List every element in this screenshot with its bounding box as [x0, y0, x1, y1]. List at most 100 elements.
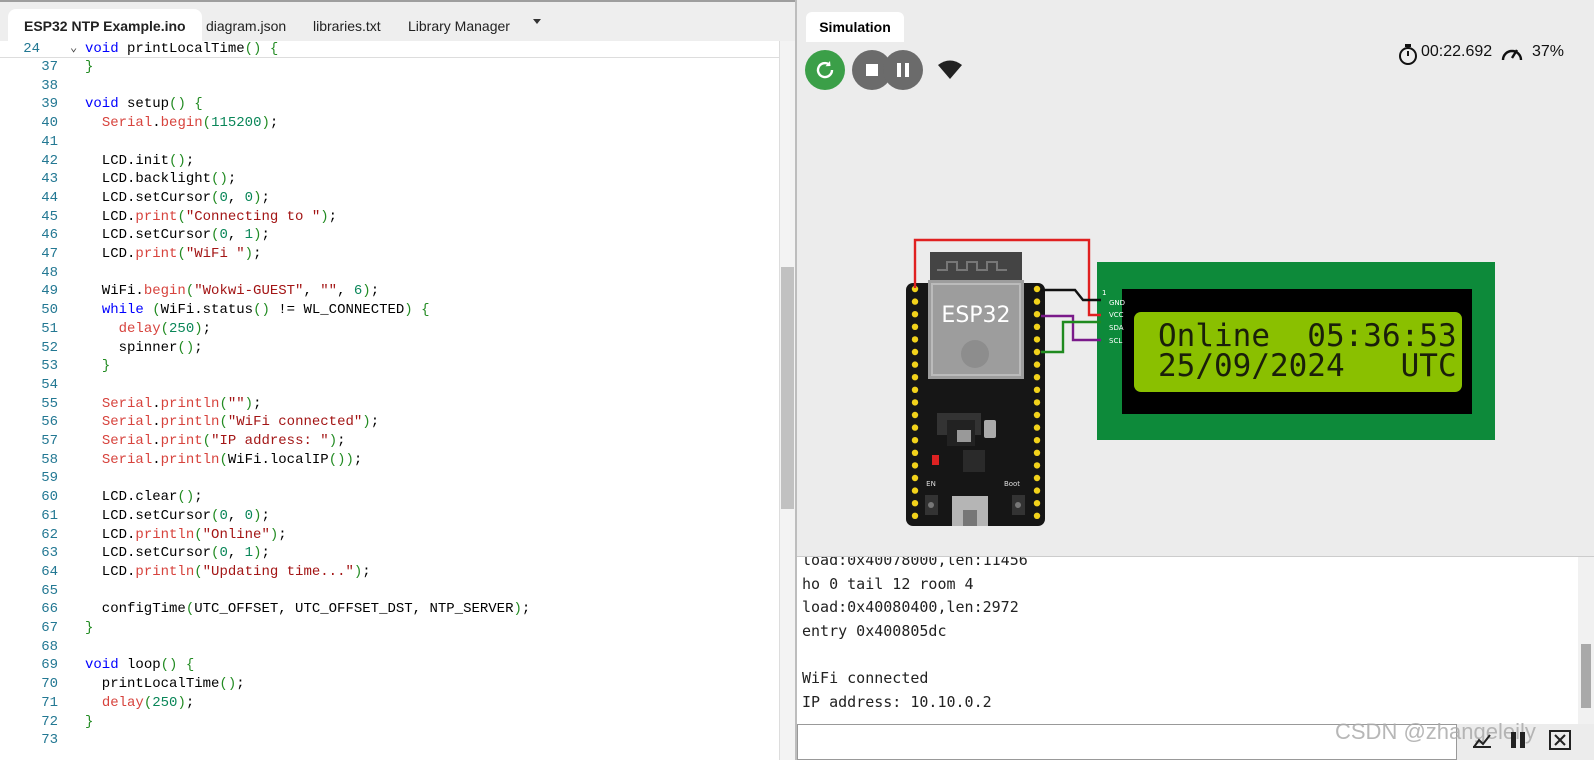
header-pin[interactable] [1033, 374, 1041, 381]
header-pin[interactable] [1033, 500, 1041, 507]
code-line[interactable]: 71 delay(250); [0, 694, 779, 713]
code-line[interactable]: 37} [0, 58, 779, 77]
code-line[interactable]: 65 [0, 582, 779, 601]
header-pin[interactable] [911, 285, 919, 293]
esp32-right-pins[interactable] [1033, 285, 1041, 519]
header-pin[interactable] [911, 399, 919, 406]
code-line[interactable]: 68 [0, 638, 779, 657]
wires[interactable] [913, 238, 1101, 354]
code-line[interactable]: 41 [0, 133, 779, 152]
code-line[interactable]: 63 LCD.setCursor(0, 1); [0, 544, 779, 563]
clear-serial-icon[interactable] [1549, 730, 1571, 750]
tab-library-manager[interactable]: Library Manager [408, 18, 510, 34]
code-line[interactable]: 59 [0, 469, 779, 488]
code-line[interactable]: 40 Serial.begin(115200); [0, 114, 779, 133]
header-pin[interactable] [911, 437, 919, 444]
fold-chevron-icon[interactable]: ⌄ [70, 41, 78, 55]
header-pin[interactable] [1033, 285, 1041, 293]
code-line[interactable]: 61 LCD.setCursor(0, 0); [0, 507, 779, 526]
header-pin[interactable] [1033, 311, 1041, 318]
wire-vcc[interactable] [913, 238, 1101, 317]
code-line[interactable]: 44 LCD.setCursor(0, 0); [0, 189, 779, 208]
code-line[interactable]: 55 Serial.println(""); [0, 395, 779, 414]
code-line[interactable]: 64 LCD.println("Updating time..."); [0, 563, 779, 582]
header-pin[interactable] [911, 462, 919, 469]
code-line[interactable]: 56 Serial.println("WiFi connected"); [0, 413, 779, 432]
esp32-board[interactable]: ESP32 EN Boot [906, 252, 1045, 526]
header-pin[interactable] [911, 449, 919, 456]
code-line[interactable]: 50 while (WiFi.status() != WL_CONNECTED)… [0, 301, 779, 320]
header-pin[interactable] [911, 374, 919, 381]
header-pin[interactable] [1033, 323, 1041, 330]
header-pin[interactable] [1033, 361, 1041, 368]
header-pin[interactable] [1033, 348, 1041, 356]
pause-button[interactable] [883, 50, 923, 90]
header-pin[interactable] [1033, 424, 1041, 431]
header-pin[interactable] [1033, 437, 1041, 444]
header-pin[interactable] [911, 323, 919, 330]
pause-serial-icon[interactable] [1509, 732, 1527, 748]
header-pin[interactable] [911, 424, 919, 431]
header-pin[interactable] [1033, 336, 1041, 343]
code-line[interactable]: 66 configTime(UTC_OFFSET, UTC_OFFSET_DST… [0, 600, 779, 619]
code-line[interactable]: 54 [0, 376, 779, 395]
header-pin[interactable] [911, 298, 919, 305]
header-pin[interactable] [1033, 386, 1041, 393]
tab-sketch-ino[interactable]: ESP32 NTP Example.ino [8, 9, 202, 43]
restart-button[interactable] [805, 50, 845, 90]
code-line[interactable]: 53 } [0, 357, 779, 376]
code-line[interactable]: 38 [0, 77, 779, 96]
plotter-chart-icon[interactable] [1473, 732, 1491, 748]
code-line[interactable]: 51 delay(250); [0, 320, 779, 339]
header-pin[interactable] [911, 386, 919, 393]
header-pin[interactable] [911, 336, 919, 343]
code-line[interactable]: 46 LCD.setCursor(0, 1); [0, 226, 779, 245]
code-line[interactable]: 67} [0, 619, 779, 638]
code-line[interactable]: 60 LCD.clear(); [0, 488, 779, 507]
header-pin[interactable] [1033, 462, 1041, 469]
tab-simulation[interactable]: Simulation [806, 12, 904, 42]
header-pin[interactable] [911, 487, 919, 494]
code-line[interactable]: 49 WiFi.begin("Wokwi-GUEST", "", 6); [0, 282, 779, 301]
code-line[interactable]: 52 spinner(); [0, 339, 779, 358]
header-pin[interactable] [911, 512, 919, 519]
header-pin[interactable] [911, 311, 919, 318]
header-pin[interactable] [1033, 474, 1041, 482]
header-pin[interactable] [1033, 512, 1041, 519]
header-pin[interactable] [1033, 411, 1041, 419]
tab-diagram-json[interactable]: diagram.json [206, 18, 287, 34]
diagram-canvas[interactable]: Online 05:36:53 25/09/2024 UTC 1 GND VCC… [797, 100, 1594, 556]
lcd-1602-module[interactable]: Online 05:36:53 25/09/2024 UTC 1 GND VCC… [1097, 262, 1495, 440]
code-line[interactable]: 73 [0, 731, 779, 750]
editor-scrollbar-thumb[interactable] [781, 267, 794, 509]
code-line[interactable]: 57 Serial.print("IP address: "); [0, 432, 779, 451]
code-line[interactable]: 43 LCD.backlight(); [0, 170, 779, 189]
wire-scl[interactable] [1041, 314, 1101, 342]
serial-input-field[interactable] [797, 724, 1457, 760]
header-pin[interactable] [911, 411, 919, 419]
header-pin[interactable] [1033, 298, 1041, 305]
code-line[interactable]: 45 LCD.print("Connecting to "); [0, 208, 779, 227]
editor-scrollbar[interactable] [779, 41, 795, 760]
code-line[interactable]: 42 LCD.init(); [0, 152, 779, 171]
code-line[interactable]: 62 LCD.println("Online"); [0, 526, 779, 545]
code-line[interactable]: 48 [0, 264, 779, 283]
code-line[interactable]: 70 printLocalTime(); [0, 675, 779, 694]
header-pin[interactable] [1033, 399, 1041, 406]
tab-libraries-txt[interactable]: libraries.txt [313, 18, 381, 34]
code-line[interactable]: 72} [0, 713, 779, 732]
sticky-scroll-header[interactable]: 24 ⌄ void printLocalTime() { [0, 41, 779, 58]
header-pin[interactable] [911, 474, 919, 482]
code-line[interactable]: 47 LCD.print("WiFi "); [0, 245, 779, 264]
stop-button[interactable] [852, 50, 892, 90]
header-pin[interactable] [911, 348, 919, 356]
wire-sda[interactable] [1041, 320, 1101, 354]
code-line[interactable]: 58 Serial.println(WiFi.localIP()); [0, 451, 779, 470]
pane-splitter[interactable] [795, 0, 797, 760]
header-pin[interactable] [911, 361, 919, 368]
serial-scrollbar-thumb[interactable] [1581, 644, 1591, 708]
